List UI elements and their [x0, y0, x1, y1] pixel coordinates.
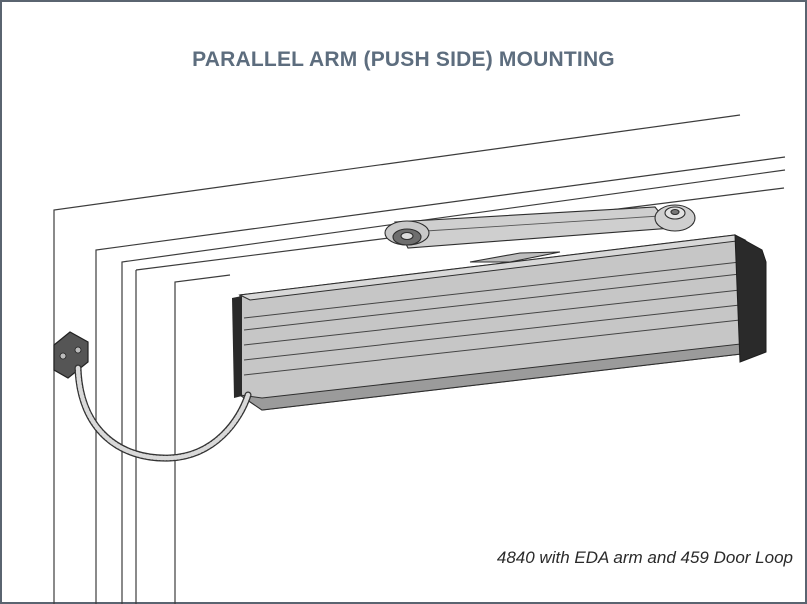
eda-arm: [384, 204, 696, 263]
door-closer-body: [232, 234, 767, 411]
diagram-caption: 4840 with EDA arm and 459 Door Loop: [496, 548, 793, 567]
diagram-title: PARALLEL ARM (PUSH SIDE) MOUNTING: [192, 48, 615, 71]
door-loop: [53, 331, 252, 462]
